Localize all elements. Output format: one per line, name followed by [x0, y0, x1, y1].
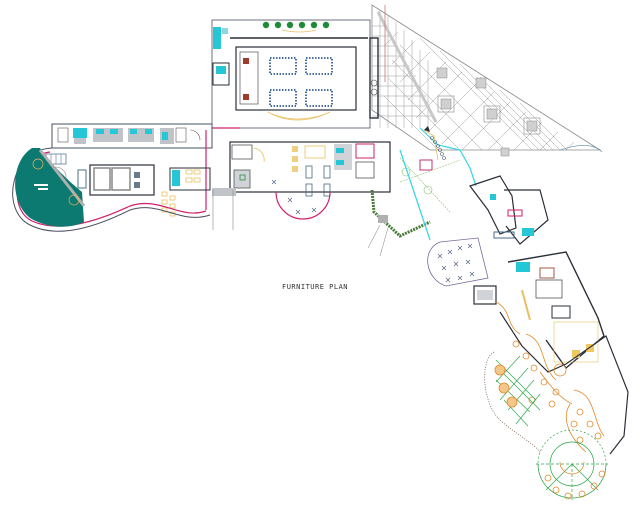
auditorium-seating-blocks — [269, 57, 333, 107]
west-wing — [12, 123, 213, 232]
plan-title: FURNITURE PLAN — [282, 283, 349, 291]
auditorium-trees — [262, 21, 330, 29]
restaurant-kitchen — [507, 251, 605, 370]
swimming-pool — [15, 148, 85, 227]
auditorium-hall — [211, 19, 379, 129]
dining-area — [399, 126, 549, 305]
outdoor-terrace-seating — [484, 301, 629, 500]
lobby-lounge — [212, 141, 431, 257]
plaza-paving-grid — [371, 4, 603, 157]
